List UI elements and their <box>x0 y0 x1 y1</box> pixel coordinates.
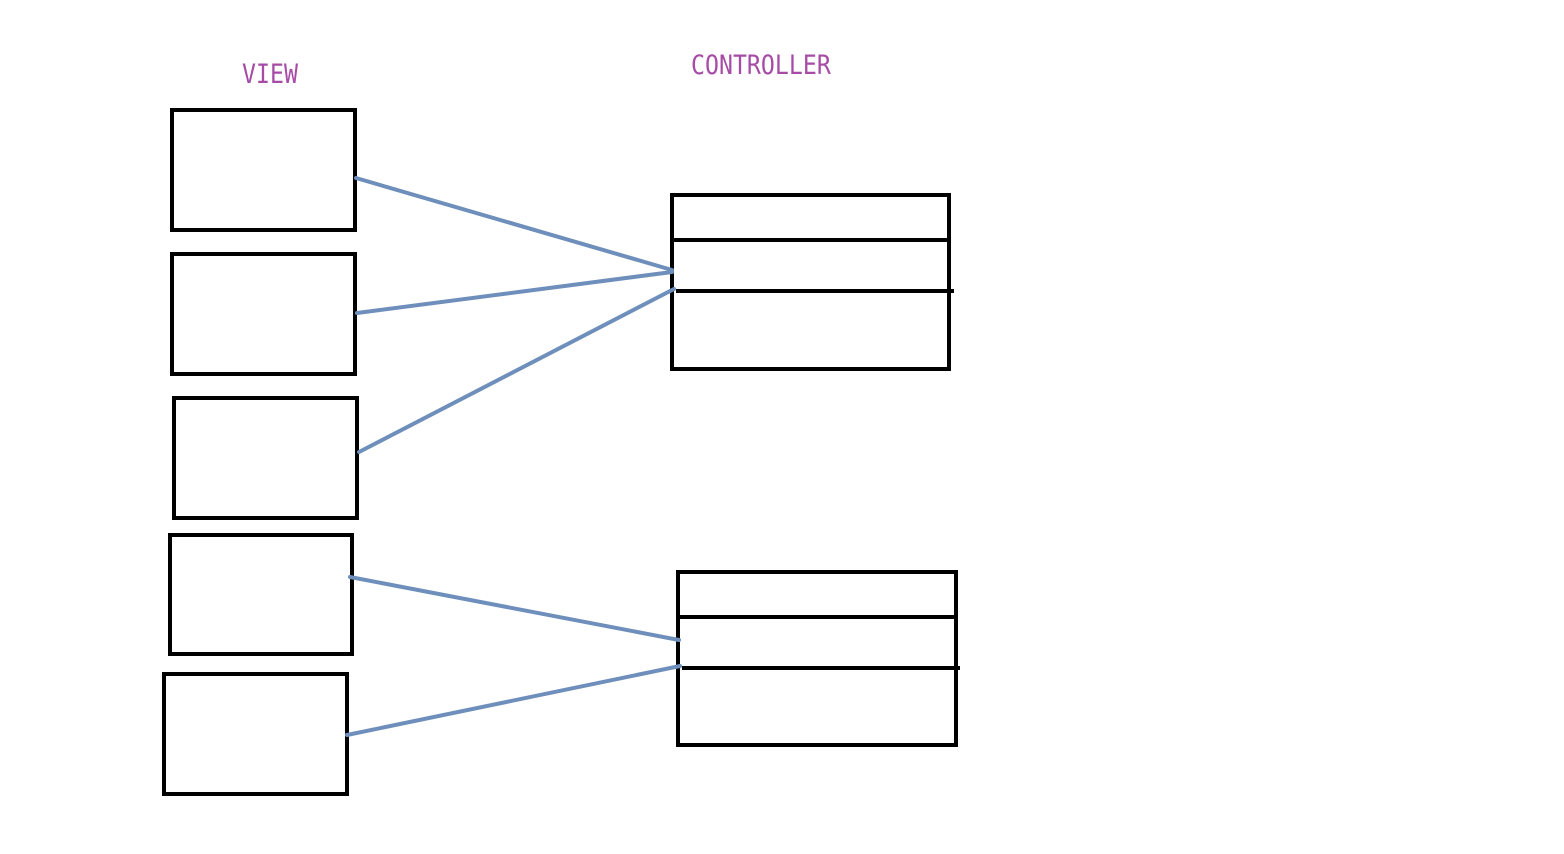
controller-box-1-outline <box>670 193 951 371</box>
controller-label: CONTROLLER <box>691 50 831 81</box>
view-box-5 <box>162 672 349 796</box>
controller-box-2 <box>676 570 960 747</box>
controller-box-2-outline <box>676 570 958 747</box>
controller-box-1 <box>670 193 954 371</box>
view-box-4 <box>168 533 354 656</box>
connector-view-2-controller-1 <box>355 270 674 315</box>
connector-view-1-controller-1 <box>354 176 674 272</box>
view-box-2 <box>170 252 357 376</box>
view-box-1 <box>170 108 357 232</box>
connector-view-4-controller-2 <box>348 575 681 642</box>
connector-view-3-controller-1 <box>357 287 676 454</box>
connector-view-5-controller-2 <box>345 664 682 737</box>
view-box-3 <box>172 396 359 520</box>
view-label: VIEW <box>242 59 298 90</box>
